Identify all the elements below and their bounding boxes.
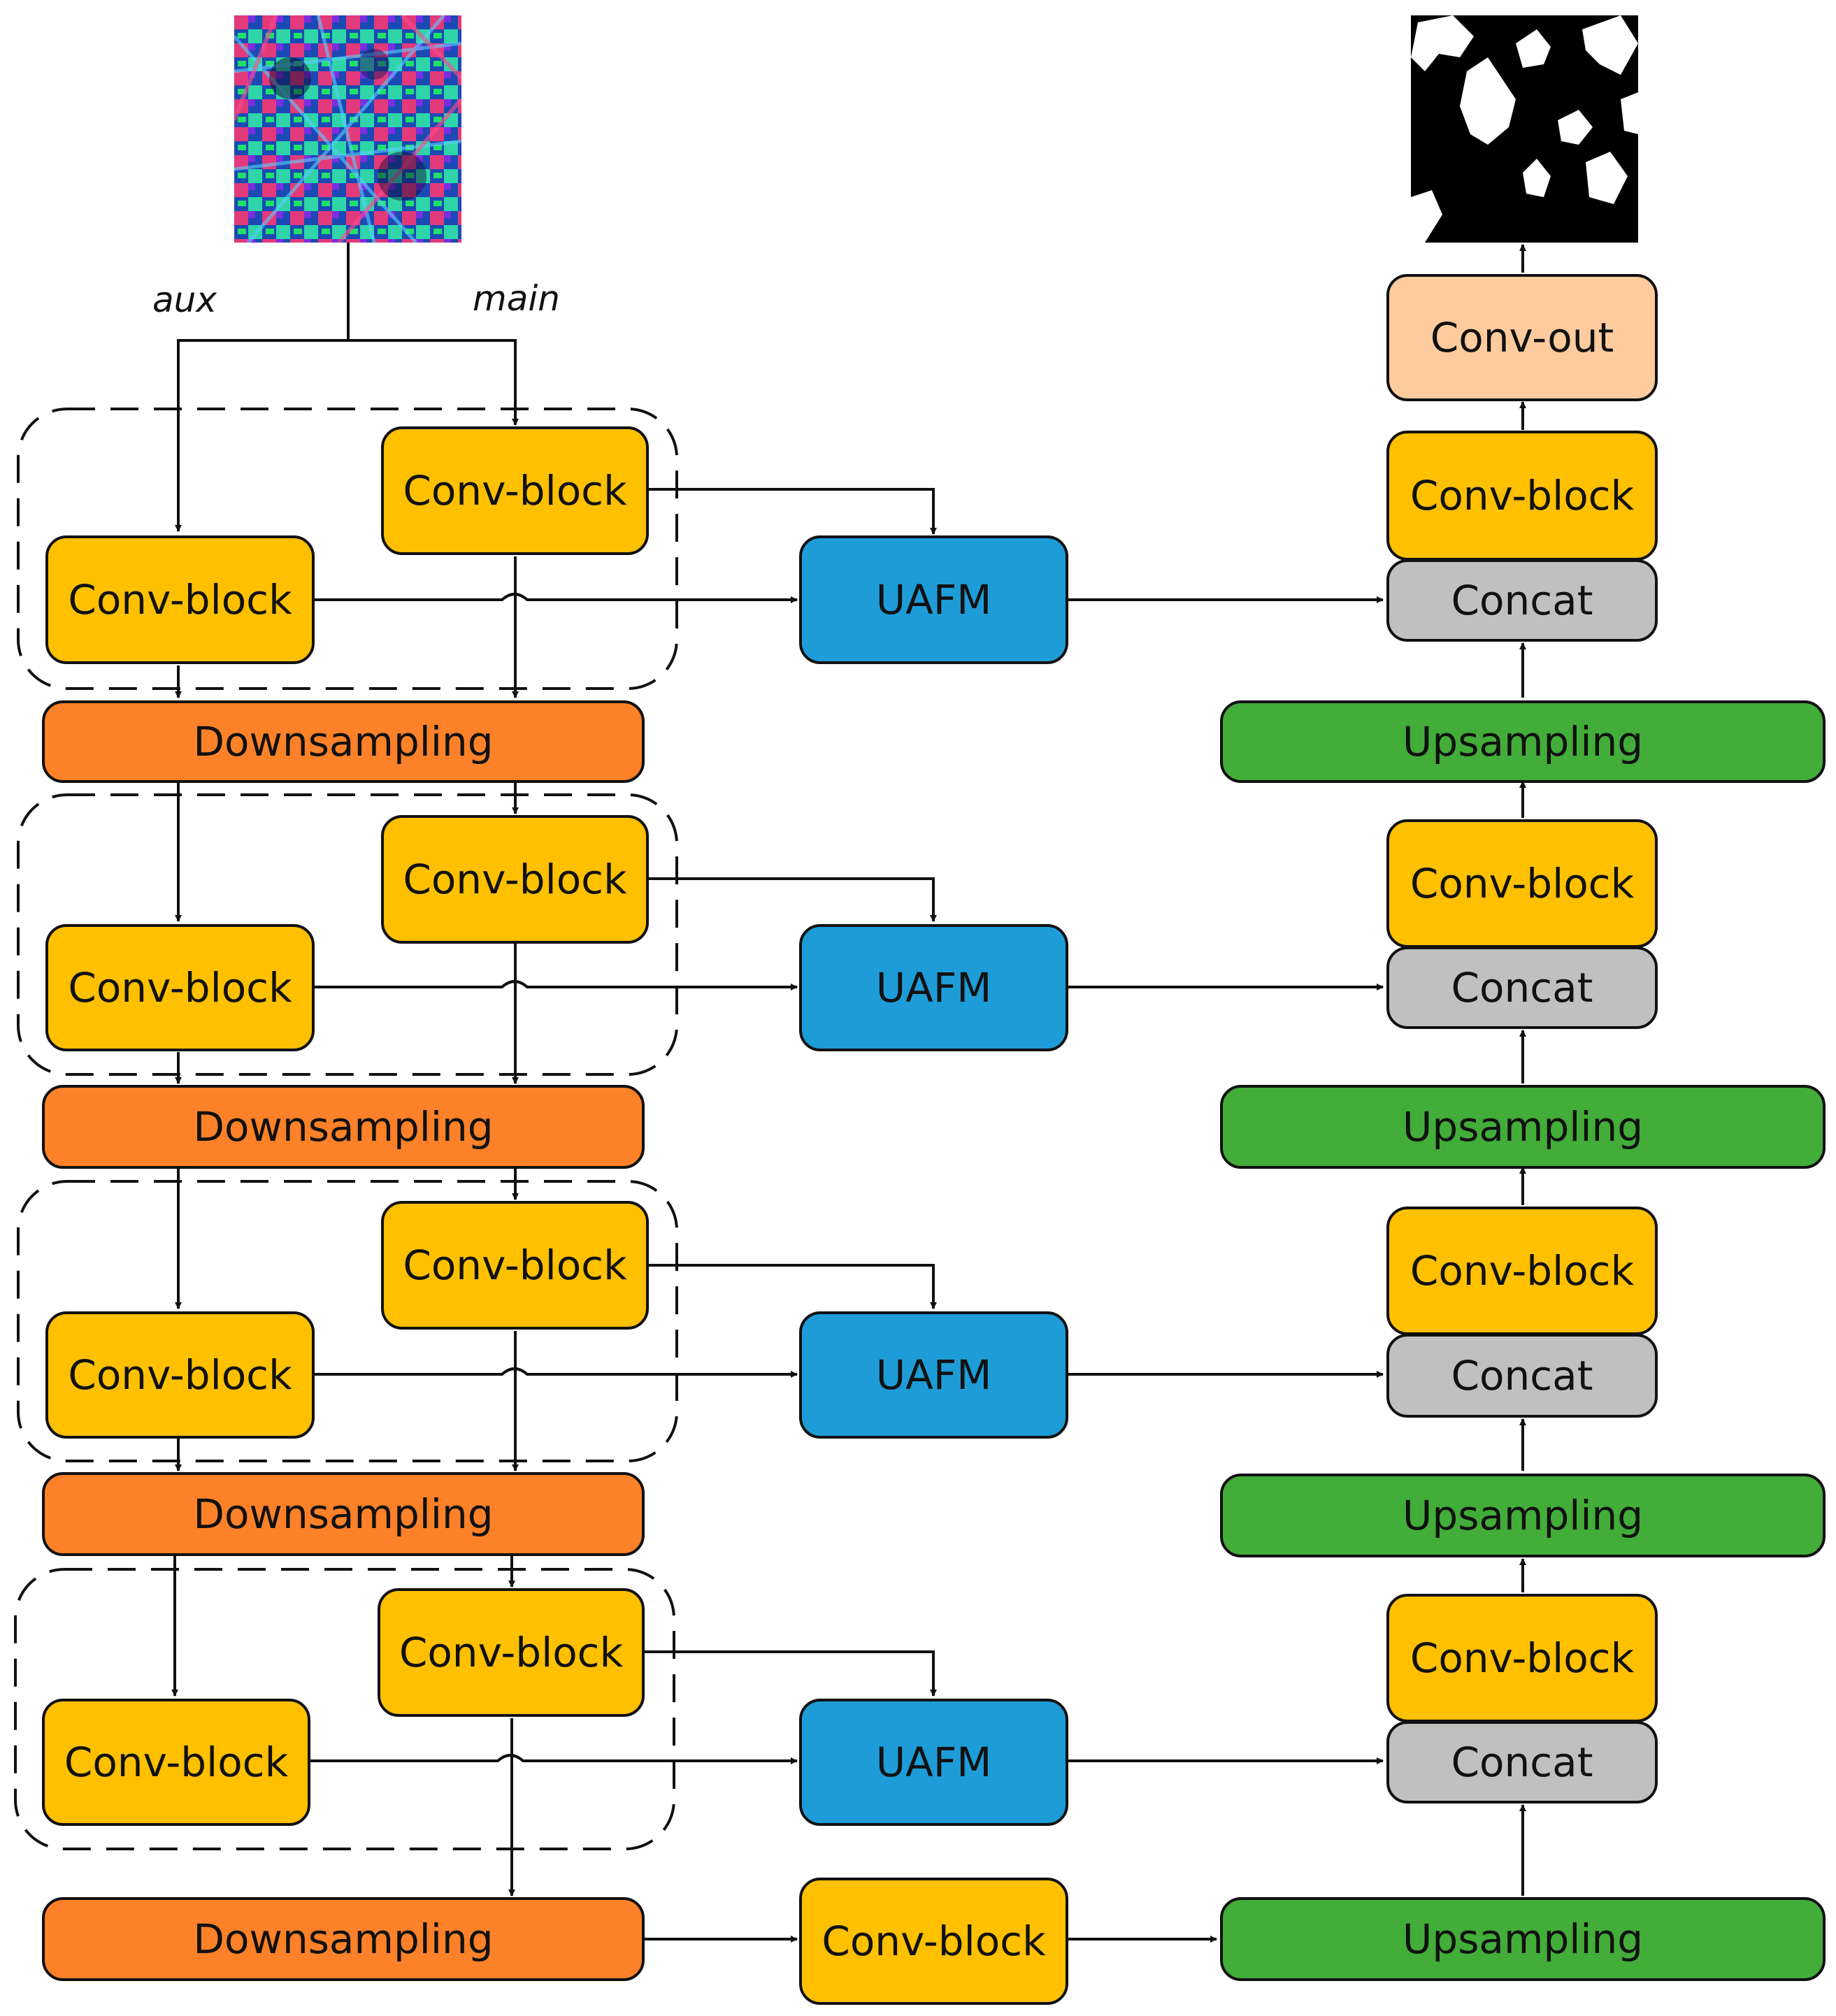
- aux-branch-label: aux: [152, 280, 217, 320]
- decoder-conv-block-3: Conv-block: [1386, 1207, 1658, 1335]
- uafm-4: UAFM: [799, 1699, 1068, 1826]
- downsampling-1: Downsampling: [42, 700, 645, 783]
- downsampling-2: Downsampling: [42, 1085, 645, 1169]
- downsampling-3: Downsampling: [42, 1472, 645, 1556]
- aux-conv-block-2: Conv-block: [45, 924, 315, 1051]
- upsampling-4: Upsampling: [1220, 1897, 1826, 1981]
- main-conv-block-4: Conv-block: [378, 1588, 645, 1717]
- concat-3: Concat: [1386, 1334, 1658, 1418]
- concat-1: Concat: [1386, 559, 1658, 642]
- input-image-icon: [234, 15, 461, 243]
- downsampling-4: Downsampling: [42, 1897, 645, 1981]
- aux-conv-block-1: Conv-block: [45, 535, 315, 664]
- output-mask-icon: [1411, 15, 1638, 243]
- upsampling-2: Upsampling: [1220, 1085, 1826, 1169]
- main-conv-block-3: Conv-block: [381, 1201, 649, 1330]
- upsampling-1: Upsampling: [1220, 700, 1826, 783]
- main-conv-block-1: Conv-block: [381, 426, 649, 555]
- decoder-conv-block-4: Conv-block: [1386, 1594, 1658, 1722]
- uafm-2: UAFM: [799, 924, 1068, 1051]
- decoder-conv-block-1: Conv-block: [1386, 431, 1658, 561]
- uafm-1: UAFM: [799, 535, 1068, 664]
- concat-4: Concat: [1386, 1721, 1658, 1803]
- aux-conv-block-4: Conv-block: [42, 1699, 310, 1826]
- main-conv-block-2: Conv-block: [381, 815, 649, 944]
- concat-2: Concat: [1386, 946, 1658, 1029]
- decoder-conv-block-2: Conv-block: [1386, 819, 1658, 948]
- aux-conv-block-3: Conv-block: [45, 1311, 315, 1439]
- uafm-3: UAFM: [799, 1311, 1068, 1439]
- main-branch-label: main: [473, 278, 560, 319]
- conv-out: Conv-out: [1386, 274, 1658, 401]
- upsampling-3: Upsampling: [1220, 1474, 1826, 1557]
- bottleneck-conv-block: Conv-block: [799, 1878, 1068, 2005]
